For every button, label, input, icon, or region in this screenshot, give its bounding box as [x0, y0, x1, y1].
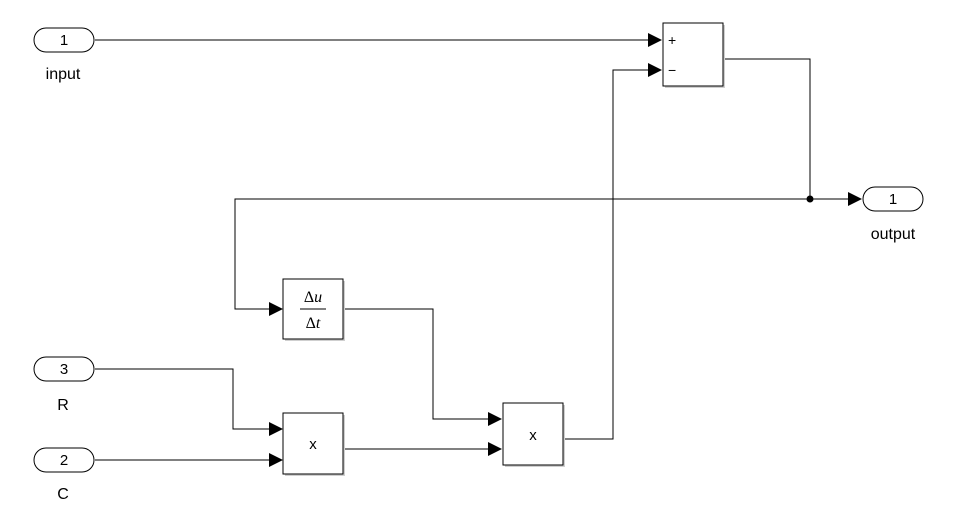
- product-main-block-shape[interactable]: [502, 402, 564, 466]
- arrow-output: [848, 192, 862, 206]
- product-main-label: x: [529, 427, 537, 444]
- inport-C-shape[interactable]: [33, 447, 95, 473]
- arrow-product-in1: [488, 412, 502, 426]
- inport-input-number: 1: [60, 32, 68, 49]
- arrow-product-in2: [488, 442, 502, 456]
- sum-block-shape[interactable]: [662, 22, 724, 87]
- inport-C-label: C: [57, 486, 69, 503]
- inport-R-number: 3: [60, 361, 68, 378]
- inport-input-shape[interactable]: [33, 27, 95, 53]
- wires: [95, 39, 848, 461]
- arrowheads: [269, 33, 862, 467]
- arrow-productrc-in1: [269, 422, 283, 436]
- branch-point: [806, 195, 814, 203]
- sum-plus-sign: +: [668, 32, 676, 48]
- outport-output-shape[interactable]: [862, 186, 924, 212]
- arrow-sum-plus: [648, 33, 662, 47]
- arrow-productrc-in2: [269, 453, 283, 467]
- wire-feedback-to-derivative[interactable]: [234, 198, 810, 310]
- inport-C-number: 2: [60, 452, 68, 469]
- wire-product-to-sum-minus[interactable]: [563, 69, 648, 440]
- arrow-sum-minus: [648, 63, 662, 77]
- derivative-numerator: Δu: [304, 289, 322, 306]
- product-rc-label: x: [309, 436, 317, 453]
- product-rc-block-shape[interactable]: [282, 412, 344, 475]
- inport-C[interactable]: 2 C: [33, 447, 95, 503]
- derivative-block[interactable]: Δu Δt: [282, 278, 345, 341]
- inport-R-label: R: [57, 397, 69, 414]
- derivative-denominator: Δt: [306, 315, 321, 332]
- wire-derivative-to-product[interactable]: [344, 308, 488, 420]
- outport-output-label: output: [871, 226, 916, 243]
- inport-input[interactable]: 1 input: [33, 27, 95, 83]
- arrow-derivative-in: [269, 302, 283, 316]
- outport-output-number: 1: [889, 191, 897, 208]
- outport-output[interactable]: 1 output: [862, 186, 924, 243]
- sum-block[interactable]: + −: [662, 22, 725, 88]
- wire-sum-to-output[interactable]: [723, 58, 848, 200]
- inport-input-label: input: [46, 66, 81, 83]
- derivative-block-shape[interactable]: [282, 278, 344, 340]
- sum-minus-sign: −: [668, 62, 676, 78]
- inport-R[interactable]: 3 R: [33, 356, 95, 414]
- product-rc-block[interactable]: x: [282, 412, 345, 476]
- wire-R-to-product[interactable]: [95, 368, 269, 430]
- product-main-block[interactable]: x: [502, 402, 565, 467]
- inport-R-shape[interactable]: [33, 356, 95, 382]
